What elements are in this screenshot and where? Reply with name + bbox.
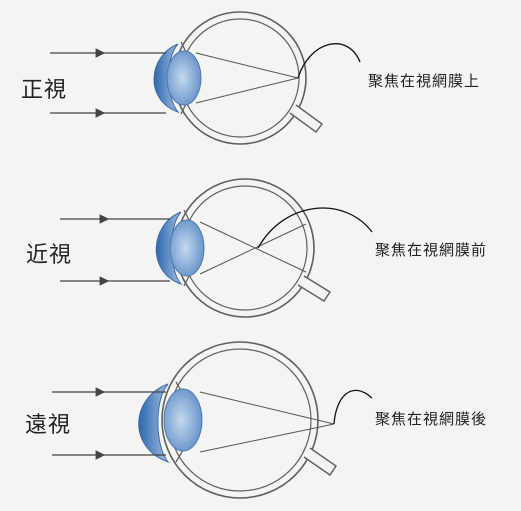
label-normal: 正視: [21, 78, 68, 103]
focus-text-normal: 聚焦在視網膜上: [368, 72, 481, 90]
focus-text-hyperopia: 聚焦在視網膜後: [375, 410, 488, 428]
eye-hyperopia: [52, 341, 373, 499]
eye-normal: [50, 11, 361, 145]
label-myopia: 近視: [26, 243, 73, 268]
label-hyperopia: 遠視: [25, 413, 72, 438]
focus-text-myopia: 聚焦在視網膜前: [375, 241, 488, 259]
eye-myopia: [60, 178, 373, 318]
